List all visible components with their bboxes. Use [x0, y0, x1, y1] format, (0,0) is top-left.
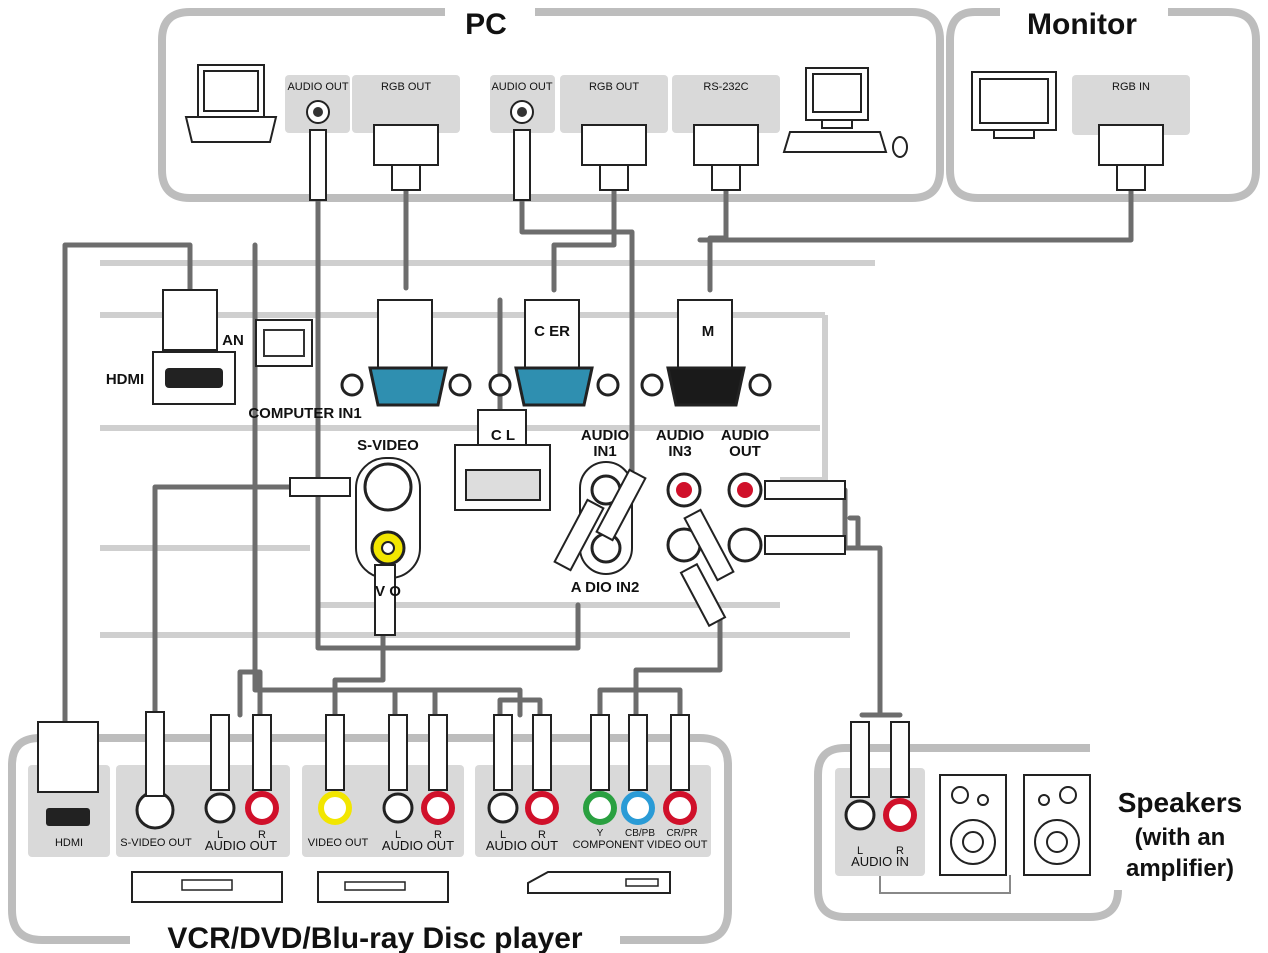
speakers-subtitle-2: amplifier) [1126, 855, 1234, 882]
player-hdmi-panel: HDMI [28, 721, 110, 857]
monitor-rgb-in-label: RGB IN [1112, 81, 1150, 93]
vga-plugs [309, 124, 1164, 201]
projector-computer-in1-label: COMPUTER IN1 [248, 405, 361, 422]
player-audio-out-3-label: AUDIO OUT [486, 838, 558, 853]
speaker-audio-in-panel: L R AUDIO IN [835, 721, 925, 876]
projector-audio-in1-in2: AUDIO IN1 A DIO IN2 [553, 427, 647, 596]
dvd-player-icon [317, 871, 449, 903]
projector-monitor-out-label: M [702, 323, 715, 340]
player-component-video-out-label: COMPONENT VIDEO OUT [573, 839, 708, 851]
projector-lan-label: AN [222, 332, 244, 349]
player-audio-out-1-label: AUDIO OUT [205, 838, 277, 853]
player-av2-panel: VIDEO OUT L R AUDIO OUT [302, 714, 464, 857]
player-cb-label: CB/PB [625, 828, 655, 839]
monitor-icon [971, 71, 1057, 139]
player-video-out-label: VIDEO OUT [308, 837, 369, 849]
player-l1-label: L [217, 829, 223, 841]
projector-computer-in1: COMPUTER IN1 [248, 299, 472, 422]
pc2-port-panel: AUDIO OUT RGB OUT RS-232C [490, 75, 780, 133]
speaker-wire [879, 875, 1011, 894]
player-frame: VCR/DVD/Blu-ray Disc player [8, 734, 732, 953]
pc-frame: PC [158, 8, 944, 202]
pc1-rgb-out-label: RGB OUT [381, 81, 431, 93]
projector-s-video-label: S-VIDEO [357, 437, 419, 454]
projector-audio-in3: AUDIO IN3 [656, 427, 735, 628]
speakers-subtitle-1: (with an [1135, 824, 1226, 851]
speakers-title: Speakers [1118, 787, 1243, 818]
bluray-player-icon [527, 871, 671, 894]
player-r3-label: R [538, 829, 546, 841]
laptop-icon [184, 64, 278, 143]
projector-monitor-out: M [640, 299, 772, 407]
projector-control-label: C L [491, 427, 515, 444]
player-title: VCR/DVD/Blu-ray Disc player [167, 922, 582, 953]
player-cr-label: CR/PR [666, 828, 697, 839]
projector-audio-in3-label-2: IN3 [668, 443, 691, 460]
player-s-video-out-label: S-VIDEO OUT [120, 837, 192, 849]
monitor-frame: Monitor [946, 8, 1260, 202]
pc2-rgb-out-label: RGB OUT [589, 81, 639, 93]
player-l2-label: L [395, 829, 401, 841]
projector-audio-in2-label: A DIO IN2 [571, 579, 640, 596]
cables [62, 157, 1134, 728]
pc-title: PC [465, 8, 507, 41]
speaker-l-label: L [857, 845, 863, 857]
projector-audio-in1-label-1: AUDIO [581, 427, 630, 444]
projector-hdmi: HDMI [106, 289, 236, 405]
projector-control: C L [454, 409, 551, 511]
projector-audio-out-label-1: AUDIO [721, 427, 770, 444]
vcr-icon [131, 871, 283, 903]
pc1-audio-out-label: AUDIO OUT [287, 81, 348, 93]
pc2-audio-out-label: AUDIO OUT [491, 81, 552, 93]
player-av1-panel: S-VIDEO OUT L R AUDIO OUT [116, 711, 290, 857]
projector-audio-in3-label-1: AUDIO [656, 427, 705, 444]
projector-hdmi-label: HDMI [106, 371, 144, 388]
monitor-port-panel: RGB IN [1072, 75, 1190, 135]
speaker-audio-in-label: AUDIO IN [851, 854, 909, 869]
projector-audio-out: AUDIO OUT [721, 427, 846, 563]
speaker-right-icon [1023, 774, 1091, 876]
projector-computer-in2: C ER [488, 299, 620, 407]
projector-lan: AN [222, 319, 313, 367]
player-hdmi-label: HDMI [55, 837, 83, 849]
desktop-pc-icon [782, 67, 908, 158]
player-audio-out-2-label: AUDIO OUT [382, 838, 454, 853]
projector-video-label: V O [375, 583, 401, 600]
player-l3-label: L [500, 829, 506, 841]
player-r1-label: R [258, 829, 266, 841]
monitor-title: Monitor [1027, 8, 1137, 41]
speakers-frame: Speakers (with an amplifier) [814, 744, 1243, 921]
pc2-rs232c-label: RS-232C [703, 81, 748, 93]
projector-audio-in1-label-2: IN1 [593, 443, 616, 460]
speaker-r-label: R [896, 845, 904, 857]
projector-s-video: S-VIDEO V O [289, 437, 421, 636]
player-y-label: Y [597, 828, 604, 839]
speaker-left-icon [939, 774, 1007, 876]
player-av3-panel: L R AUDIO OUT Y CB/PB CR/PR COMPONENT VI… [475, 714, 711, 857]
player-r2-label: R [434, 829, 442, 841]
projector-audio-out-label-2: OUT [729, 443, 761, 460]
projector-computer-in2-label: C ER [534, 323, 570, 340]
pc1-port-panel: AUDIO OUT RGB OUT [285, 75, 460, 133]
